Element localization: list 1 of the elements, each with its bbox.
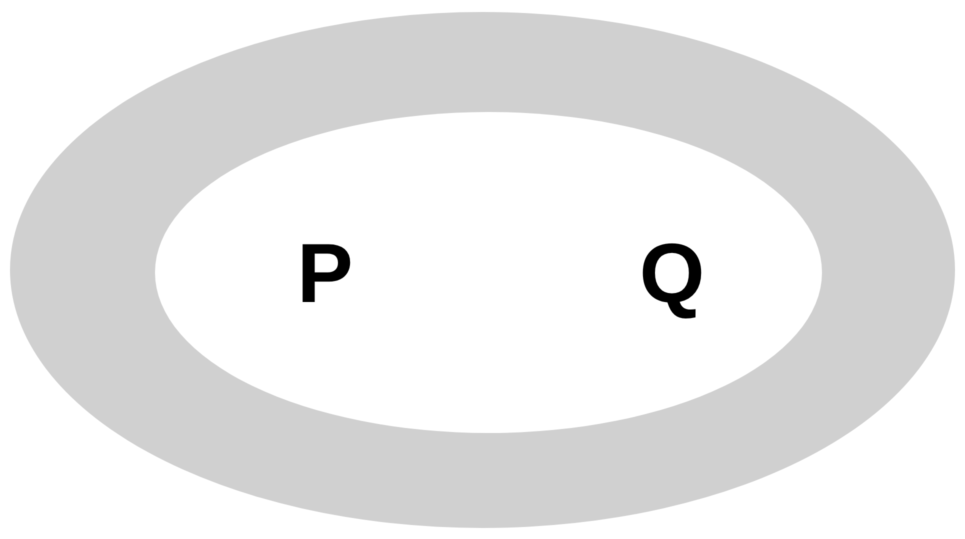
- letter-label: P: [296, 230, 354, 314]
